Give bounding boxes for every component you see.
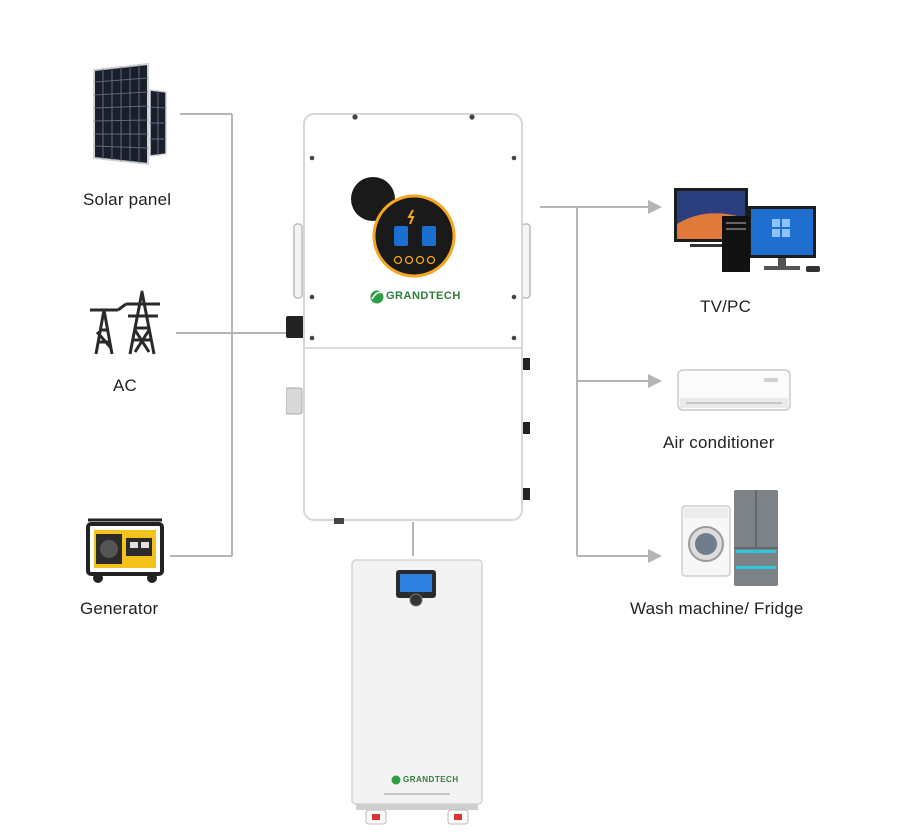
battery-pack: GRANDTECH bbox=[350, 558, 484, 830]
arrow-tvpc bbox=[648, 200, 662, 214]
hybrid-inverter: GRANDTECH bbox=[285, 112, 542, 524]
load-label-aircon: Air conditioner bbox=[663, 433, 775, 452]
washer-fridge-icon bbox=[680, 488, 780, 588]
load-label-tvpc: TV/PC bbox=[700, 297, 752, 316]
inverter-brand: GRANDTECH bbox=[386, 290, 461, 302]
tv-pc-icon bbox=[666, 186, 826, 278]
air-conditioner-icon bbox=[676, 368, 792, 412]
power-tower-icon bbox=[88, 286, 162, 358]
battery-brand: GRANDTECH bbox=[403, 775, 459, 784]
solar-panel-icon bbox=[90, 62, 170, 170]
source-label-solar: Solar panel bbox=[83, 190, 172, 209]
generator-icon bbox=[84, 516, 166, 584]
arrow-aircon bbox=[648, 374, 662, 388]
load-label-washer: Wash machine/ Fridge bbox=[630, 599, 804, 618]
arrow-washer bbox=[648, 549, 662, 563]
source-label-generator: Generator bbox=[80, 599, 159, 618]
source-label-ac: AC bbox=[113, 376, 138, 395]
